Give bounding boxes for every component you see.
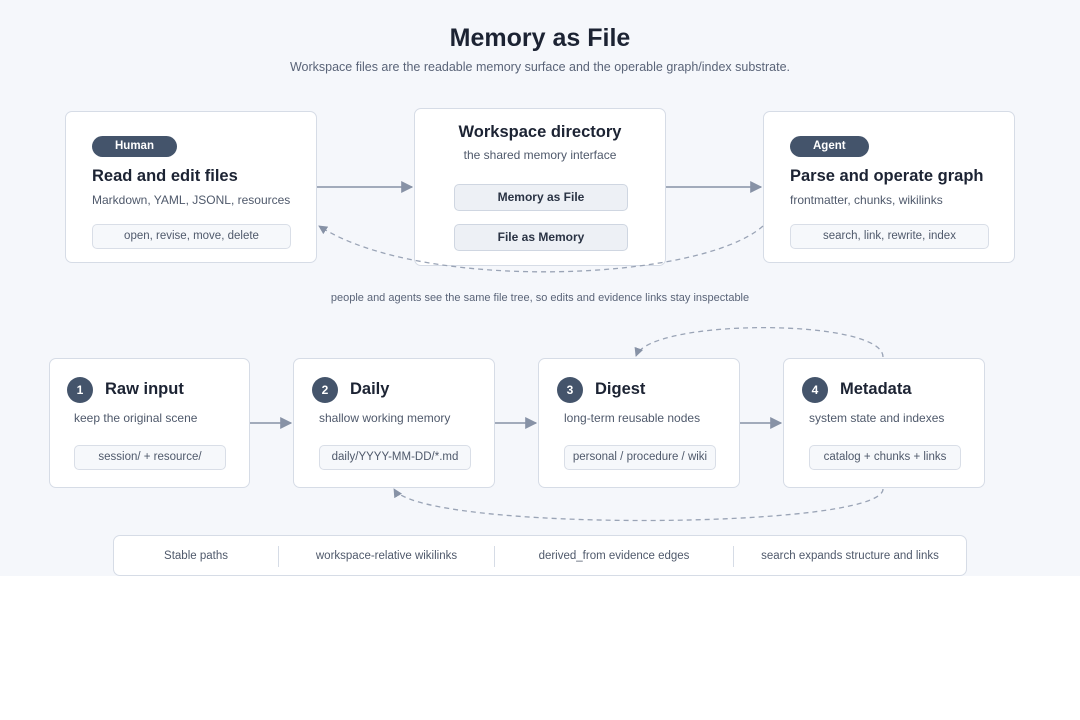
workspace-card: Workspace directory the shared memory in… bbox=[414, 108, 666, 266]
step-card-metadata: 4 Metadata system state and indexes cata… bbox=[783, 358, 985, 488]
step-number-badge: 1 bbox=[67, 377, 93, 403]
agent-badge: Agent bbox=[790, 136, 869, 157]
human-badge: Human bbox=[92, 136, 177, 157]
step-heading: Metadata bbox=[840, 380, 912, 398]
step-heading: Daily bbox=[350, 380, 390, 398]
human-heading: Read and edit files bbox=[92, 167, 238, 185]
step-path-chip: personal / procedure / wiki bbox=[564, 445, 716, 470]
diagram-subtitle: Workspace files are the readable memory … bbox=[289, 60, 791, 74]
principle-stable-paths: Stable paths bbox=[164, 550, 228, 562]
divider bbox=[494, 546, 495, 567]
divider bbox=[278, 546, 279, 567]
step-subtext: long-term reusable nodes bbox=[564, 411, 701, 425]
agent-heading: Parse and operate graph bbox=[790, 167, 984, 185]
step-number-badge: 4 bbox=[802, 377, 828, 403]
step-card-raw-input: 1 Raw input keep the original scene sess… bbox=[49, 358, 250, 488]
file-as-memory-chip: File as Memory bbox=[454, 224, 628, 251]
step-card-daily: 2 Daily shallow working memory daily/YYY… bbox=[293, 358, 495, 488]
step-path-chip: daily/YYYY-MM-DD/*.md bbox=[319, 445, 471, 470]
agent-actions-chip: search, link, rewrite, index bbox=[790, 224, 989, 249]
divider bbox=[733, 546, 734, 567]
human-subtext: Markdown, YAML, JSONL, resources bbox=[92, 193, 291, 207]
workspace-subtext: the shared memory interface bbox=[463, 148, 617, 162]
memory-as-file-chip: Memory as File bbox=[454, 184, 628, 211]
principle-wikilinks: workspace-relative wikilinks bbox=[315, 550, 458, 562]
step-path-chip: catalog + chunks + links bbox=[809, 445, 961, 470]
step-number-badge: 2 bbox=[312, 377, 338, 403]
principle-evidence-edges: derived_from evidence edges bbox=[538, 550, 690, 562]
agent-card: Agent Parse and operate graph frontmatte… bbox=[763, 111, 1015, 263]
arrow-metadata-to-digest-loop bbox=[634, 326, 884, 358]
connector-arrows bbox=[250, 181, 884, 522]
step-card-digest: 3 Digest long-term reusable nodes person… bbox=[538, 358, 740, 488]
step-heading: Digest bbox=[595, 380, 646, 398]
diagram-canvas: Memory as File Workspace files are the r… bbox=[49, 24, 1015, 576]
step-subtext: shallow working memory bbox=[319, 411, 451, 425]
step-heading: Raw input bbox=[105, 380, 184, 398]
human-actions-chip: open, revise, move, delete bbox=[92, 224, 291, 249]
step-subtext: keep the original scene bbox=[74, 411, 198, 425]
step-path-chip: session/ + resource/ bbox=[74, 445, 226, 470]
diagram-title: Memory as File bbox=[449, 24, 631, 52]
mid-note: people and agents see the same file tree… bbox=[330, 292, 750, 304]
arrow-metadata-to-daily-loop bbox=[393, 488, 884, 522]
principle-search-expands: search expands structure and links bbox=[761, 550, 939, 562]
agent-subtext: frontmatter, chunks, wikilinks bbox=[790, 193, 943, 207]
workspace-heading: Workspace directory bbox=[458, 123, 622, 141]
step-number-badge: 3 bbox=[557, 377, 583, 403]
step-subtext: system state and indexes bbox=[809, 411, 945, 425]
principles-bar: Stable paths workspace-relative wikilink… bbox=[113, 535, 967, 576]
human-card: Human Read and edit files Markdown, YAML… bbox=[65, 111, 317, 263]
